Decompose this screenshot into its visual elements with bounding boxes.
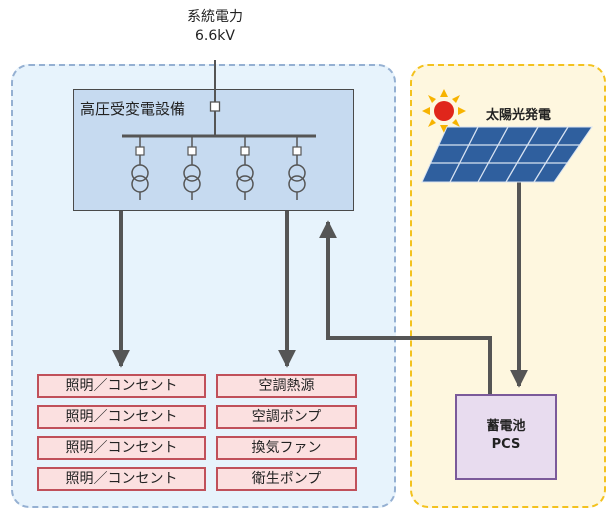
pcs-to-substation-arrow: [319, 220, 492, 394]
substation-title: 高圧受変電設備: [80, 100, 186, 118]
battery-pcs-box: [455, 394, 557, 480]
solar-label: 太陽光発電: [486, 108, 552, 123]
load-hvac-heat-source: 空調熱源: [216, 374, 357, 398]
grid-supply-label: 系統電力 6.6kV: [140, 8, 290, 46]
transformer-icon: [131, 136, 149, 200]
load-lighting-outlet-2: 照明／コンセント: [37, 405, 206, 429]
pcs-label: PCS: [491, 437, 521, 452]
battery-pcs-label: 蓄電池 PCS: [455, 418, 557, 454]
grid-incoming-line: [209, 60, 221, 136]
battery-label: 蓄電池: [486, 419, 526, 434]
load-lighting-outlet-4: 照明／コンセント: [37, 467, 206, 491]
grid-supply-name: 系統電力: [187, 9, 243, 25]
transformer-icon: [288, 136, 306, 200]
grid-supply-voltage: 6.6kV: [195, 28, 235, 44]
load-sanitary-pump: 衛生ポンプ: [216, 467, 357, 491]
load-lighting-outlet-3: 照明／コンセント: [37, 436, 206, 460]
solar-panel-icon: [421, 126, 593, 183]
load-hvac-pump: 空調ポンプ: [216, 405, 357, 429]
load-ventilation-fan: 換気ファン: [216, 436, 357, 460]
load-lighting-outlet-1: 照明／コンセント: [37, 374, 206, 398]
sun-icon: [422, 89, 466, 133]
transformer-icon: [236, 136, 254, 200]
transformer-icon: [183, 136, 201, 200]
